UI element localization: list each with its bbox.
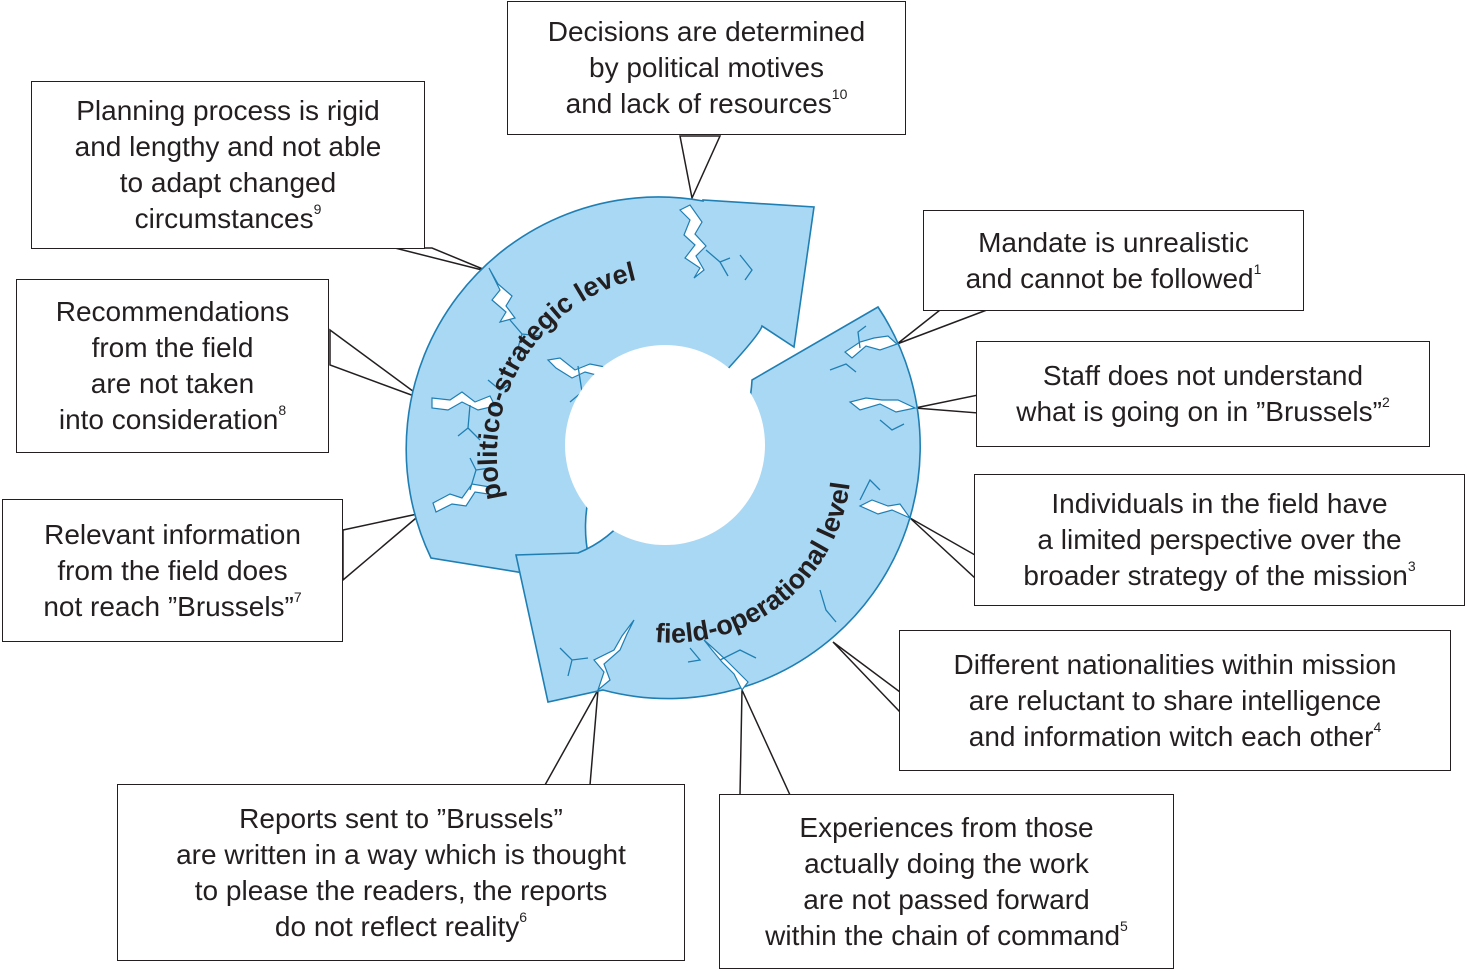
pointer-c9 [394,247,491,273]
footnote-number: 1 [1253,260,1262,277]
footnote-number: 3 [1407,558,1416,574]
callout-line: Individuals in the field have [1051,488,1388,519]
callout-line: are not passed forward [803,883,1090,915]
pointer-c7 [342,512,423,582]
callout-line: Planning process is rigid [76,95,380,126]
callout-line: to please the readers, the reports [194,874,608,906]
footnote-number: 7 [293,588,302,605]
callout-line: circumstances9 [134,201,322,234]
callout-line: from the field does [57,554,288,586]
callout-line: a limited perspective over the [1037,524,1402,555]
callout-line: and lengthy and not able [74,131,382,162]
callout-recommendations-ignored: Recommendations from the field are not tak… [16,279,329,453]
footnote-number: 4 [1373,718,1382,735]
callout-line: Different nationalities within mission [953,648,1397,680]
callout-line: Recommendations [55,296,290,327]
callout-line: and information witch each other4 [968,718,1382,752]
callout-nationalities-reluctant: Different nationalities within mission ar… [899,630,1451,771]
callout-line: are not taken [90,368,255,399]
footnote-number: 6 [519,908,528,925]
callout-text: Different nationalities within mission ar… [953,647,1396,755]
callout-text: Experiences from those actually doing the… [765,810,1128,954]
callout-limited-perspective: Individuals in the field have a limited p… [974,474,1465,606]
footnote-number: 2 [1381,394,1390,410]
callout-experiences-not-passed: Experiences from those actually doing the… [719,794,1174,969]
callout-line: do not reflect reality6 [274,908,528,942]
callout-line: broader strategy of the mission3 [1023,558,1416,591]
pointer-c2 [914,394,979,414]
callout-decisions-political: Decisions are determined by political mot… [507,1,906,135]
callout-line: Staff does not understand [1042,360,1364,391]
callout-line: what is going on in ”Brussels”2 [1016,394,1390,427]
pointer-c10 [679,135,722,201]
callout-line: are reluctant to share intelligence [968,684,1382,716]
footnote-number: 5 [1120,917,1128,934]
callout-line: within the chain of command5 [765,917,1128,951]
callout-line: Experiences from those [799,811,1094,843]
callout-line: Decisions are determined [547,16,866,47]
pointer-c5 [739,689,792,796]
ring-hole [565,345,765,545]
callout-text: Individuals in the field have a limited p… [1023,486,1415,594]
ring-cracks [431,204,917,692]
pointer-c8 [329,328,426,401]
callout-line: to adapt changed [119,167,337,198]
footnote-number: 8 [278,402,287,418]
callout-line: are written in a way which is thought [176,838,626,870]
callout-line: Mandate is unrealistic [978,226,1249,258]
callout-text: Reports sent to ”Brussels” are written in… [176,801,626,945]
callout-line: Relevant information [44,518,301,550]
callout-line: not reach ”Brussels”7 [43,588,302,622]
callout-text: Recommendations from the field are not tak… [56,294,289,438]
callout-line: by political motives [589,52,824,83]
callout-text: Planning process is rigid and lengthy and… [75,93,382,237]
callout-line: actually doing the work [804,847,1089,879]
callout-text: Decisions are determined by political mot… [548,14,866,122]
callout-reports-please-readers: Reports sent to ”Brussels” are written in… [117,784,685,961]
pointer-c3 [909,517,976,580]
pointer-c4 [832,641,901,714]
footnote-number: 10 [831,86,848,102]
footnote-number: 9 [313,201,322,217]
callout-line: and cannot be followed1 [965,260,1262,294]
callout-line: into consideration8 [58,402,287,435]
pointer-c6 [543,689,599,786]
callout-line: Reports sent to ”Brussels” [239,802,563,834]
callout-line: and lack of resources10 [565,86,848,119]
callout-line: from the field [91,332,254,363]
callout-planning-rigid: Planning process is rigid and lengthy and… [31,81,425,249]
